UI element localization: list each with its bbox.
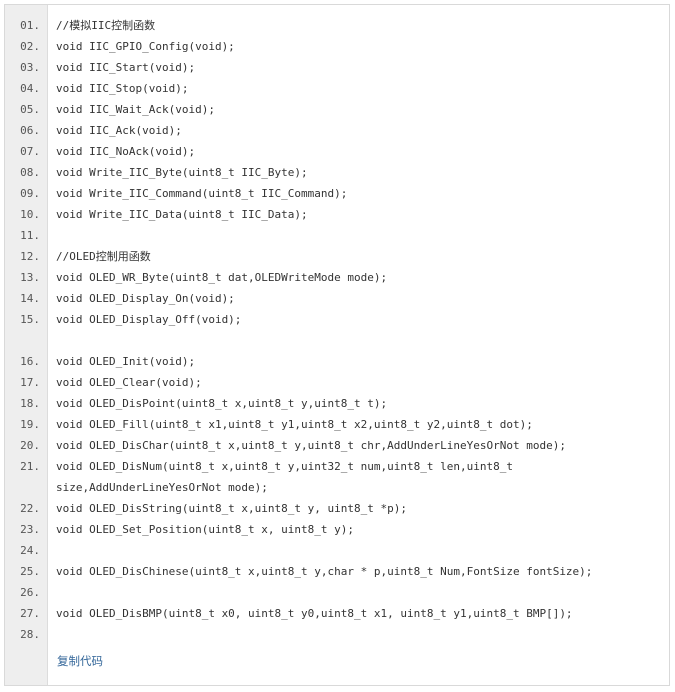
code-text: size,AddUnderLineYesOrNot mode); [56,481,268,494]
code-text: void OLED_DisChinese(uint8_t x,uint8_t y… [56,565,593,578]
line-number: 26. [20,586,40,599]
line-number: 14. [20,292,40,305]
line-number: 09. [20,187,40,200]
code-block: 01. //模拟IIC控制函数 02. void IIC_GPIO_Config(vo… [4,4,670,686]
code-text: //OLED控制用函数 [56,250,151,263]
line-number: 13. [20,271,40,284]
copy-code-link[interactable]: 复制代码 [57,654,103,668]
code-text: void Write_IIC_Command(uint8_t IIC_Comma… [56,187,348,200]
code-text: void OLED_Set_Position(uint8_t x, uint8_… [56,523,355,536]
code-text: void IIC_Ack(void); [56,124,182,137]
line-number: 20. [20,439,40,452]
code-text: void Write_IIC_Byte(uint8_t IIC_Byte); [56,166,308,179]
code-text: void Write_IIC_Data(uint8_t IIC_Data); [56,208,308,221]
line-number: 25. [20,565,40,578]
code-text: void OLED_Display_On(void); [56,292,235,305]
code-text: void OLED_DisPoint(uint8_t x,uint8_t y,u… [56,397,388,410]
line-number: 18. [20,397,40,410]
line-number: 03. [20,61,40,74]
code-text: //模拟IIC控制函数 [56,19,156,32]
code-text: void OLED_DisBMP(uint8_t x0, uint8_t y0,… [56,607,573,620]
line-number: 27. [20,607,40,620]
line-number: 23. [20,523,40,536]
code-text: void OLED_WR_Byte(uint8_t dat,OLEDWriteM… [56,271,388,284]
code-text: void OLED_DisChar(uint8_t x,uint8_t y,ui… [56,439,566,452]
line-number: 12. [20,250,40,263]
code-text: void OLED_Fill(uint8_t x1,uint8_t y1,uin… [56,418,533,431]
line-number: 28. [20,628,40,641]
line-number: 08. [20,166,40,179]
code-text: void IIC_Wait_Ack(void); [56,103,215,116]
line-number: 21. [20,460,40,473]
line-number: 22. [20,502,40,515]
line-number: 07. [20,145,40,158]
code-text: void IIC_GPIO_Config(void); [56,40,235,53]
line-number: 04. [20,82,40,95]
line-number-gutter [5,5,48,685]
line-number: 19. [20,418,40,431]
line-number: 02. [20,40,40,53]
line-number: 10. [20,208,40,221]
line-number: 01. [20,19,40,32]
code-text: void OLED_DisNum(uint8_t x,uint8_t y,uin… [56,460,513,473]
line-number: 05. [20,103,40,116]
code-text: void OLED_DisString(uint8_t x,uint8_t y,… [56,502,407,515]
code-text: void OLED_Display_Off(void); [56,313,242,326]
line-number: 15. [20,313,40,326]
code-text: void OLED_Clear(void); [56,376,202,389]
code-text: void IIC_Start(void); [56,61,196,74]
line-number: 24. [20,544,40,557]
line-number: 16. [20,355,40,368]
code-text: void IIC_Stop(void); [56,82,189,95]
line-number: 17. [20,376,40,389]
line-number: 06. [20,124,40,137]
code-text: void OLED_Init(void); [56,355,196,368]
code-text: void IIC_NoAck(void); [56,145,196,158]
line-number: 11. [20,229,40,242]
